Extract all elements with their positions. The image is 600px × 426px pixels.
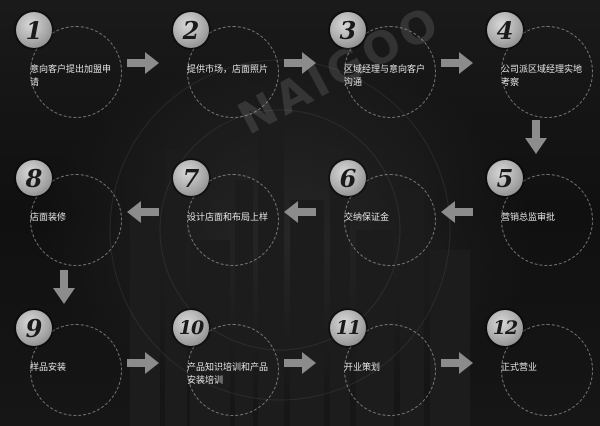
- step-9: 9 样品安装: [16, 310, 122, 416]
- step-number-badge: 12: [487, 310, 523, 346]
- step-label: 意向客户提出加盟申请: [30, 65, 112, 88]
- step-circle: [187, 26, 279, 118]
- step-4: 4 公司派区域经理实地考察: [487, 12, 593, 118]
- step-label: 营销总监审批: [501, 213, 556, 223]
- step-label: 店面装修: [30, 213, 67, 223]
- arrow-right-icon: [284, 52, 316, 74]
- step-10: 10 产品知识培训和产品安装培训: [173, 310, 279, 416]
- step-7: 7 设计店面和布局上样: [173, 160, 279, 266]
- step-circle: [501, 26, 593, 118]
- step-11: 11 开业策划: [330, 310, 436, 416]
- arrow-left-icon: [441, 201, 473, 223]
- step-number-badge: 3: [330, 12, 366, 48]
- arrow-right-icon: [284, 352, 316, 374]
- step-number-badge: 1: [16, 12, 52, 48]
- step-circle: [30, 174, 122, 266]
- arrow-right-icon: [441, 352, 473, 374]
- step-8: 8 店面装修: [16, 160, 122, 266]
- step-label: 设计店面和布局上样: [187, 213, 269, 223]
- arrow-right-icon: [127, 352, 159, 374]
- step-5: 5 营销总监审批: [487, 160, 593, 266]
- step-label: 公司派区域经理实地考察: [501, 65, 583, 88]
- step-number-badge: 8: [16, 160, 52, 196]
- step-label: 开业策划: [344, 363, 381, 373]
- arrow-down-icon: [525, 120, 547, 154]
- arrow-left-icon: [284, 201, 316, 223]
- step-number-badge: 6: [330, 160, 366, 196]
- arrow-down-icon: [53, 270, 75, 304]
- step-label: 样品安装: [30, 363, 67, 373]
- step-circle: [30, 324, 122, 416]
- step-number-badge: 10: [173, 310, 209, 346]
- step-3: 3 区域经理与意向客户沟通: [330, 12, 436, 118]
- step-circle: [30, 26, 122, 118]
- step-label: 正式营业: [501, 363, 538, 373]
- step-6: 6 交纳保证金: [330, 160, 436, 266]
- step-circle: [187, 324, 279, 416]
- step-circle: [344, 324, 436, 416]
- arrow-right-icon: [441, 52, 473, 74]
- step-label: 交纳保证金: [344, 213, 390, 223]
- step-circle: [501, 324, 593, 416]
- arrow-left-icon: [127, 201, 159, 223]
- step-number-badge: 2: [173, 12, 209, 48]
- step-label: 区域经理与意向客户沟通: [344, 65, 426, 88]
- step-label: 产品知识培训和产品安装培训: [187, 363, 269, 386]
- step-number-badge: 9: [16, 310, 52, 346]
- step-circle: [344, 174, 436, 266]
- step-circle: [344, 26, 436, 118]
- step-1: 1 意向客户提出加盟申请: [16, 12, 122, 118]
- step-number-badge: 11: [330, 310, 366, 346]
- step-number-badge: 5: [487, 160, 523, 196]
- step-number-badge: 4: [487, 12, 523, 48]
- step-2: 2 提供市场，店面照片: [173, 12, 279, 118]
- step-label: 提供市场，店面照片: [187, 65, 269, 75]
- step-number-badge: 7: [173, 160, 209, 196]
- step-12: 12 正式营业: [487, 310, 593, 416]
- arrow-right-icon: [127, 52, 159, 74]
- step-circle: [501, 174, 593, 266]
- step-circle: [187, 174, 279, 266]
